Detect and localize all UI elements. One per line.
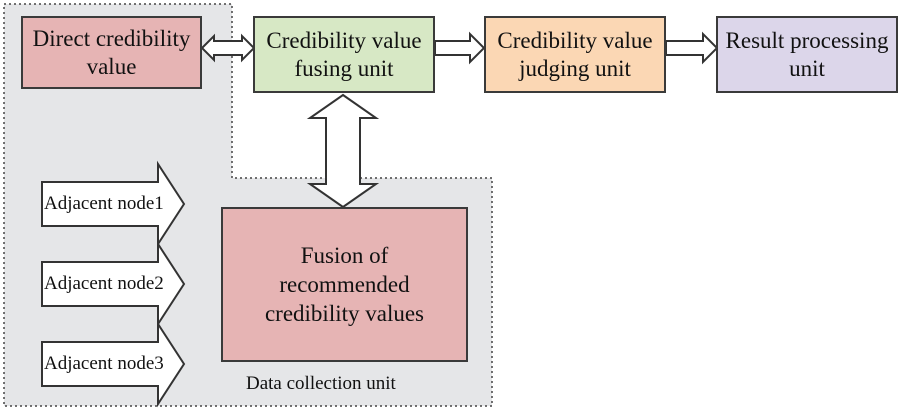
fusing-judging-arrow — [434, 31, 486, 65]
result-processing-box: Result processing unit — [716, 16, 898, 93]
adjacent-node-arrow — [41, 240, 186, 328]
adjacent-node-label: Adjacent node1 — [44, 193, 164, 214]
adjacent-node-label: Adjacent node3 — [44, 353, 164, 374]
fusing-unit-box: Credibility value fusing unit — [253, 16, 435, 93]
fusing-fusion-double-arrow — [306, 93, 380, 209]
adjacent-node-label: Adjacent node2 — [44, 273, 164, 294]
judging-unit-box: Credibility value judging unit — [484, 16, 666, 93]
judging-result-arrow — [665, 31, 719, 65]
adjacent-node-arrow — [41, 160, 186, 248]
adjacent-node-arrow — [41, 320, 186, 408]
fusion-recommended-box: Fusion of recommended credibility values — [221, 207, 468, 362]
direct-credibility-box: Direct credibility value — [21, 16, 202, 89]
data-collection-label: Data collection unit — [246, 373, 396, 394]
